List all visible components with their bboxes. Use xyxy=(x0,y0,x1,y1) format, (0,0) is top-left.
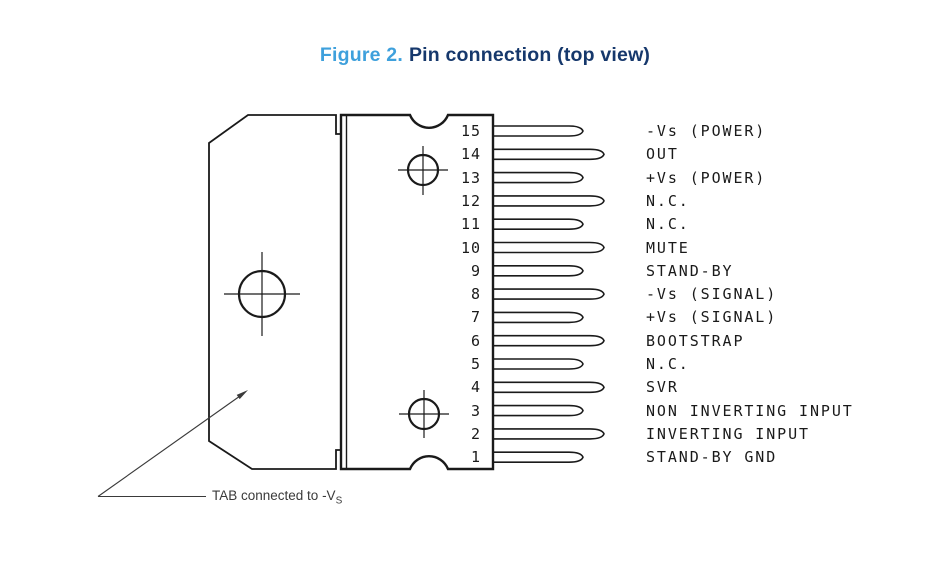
pin-label: NON INVERTING INPUT xyxy=(646,401,854,420)
pin-lead xyxy=(493,334,605,347)
pin-number: 9 xyxy=(470,261,481,280)
pin-label: +Vs (POWER) xyxy=(646,168,767,187)
tab-note-subscript: S xyxy=(335,495,343,507)
pin-number: 15 xyxy=(460,122,481,140)
pin-lead xyxy=(493,404,584,417)
pin-label: STAND-BY xyxy=(646,261,734,280)
pin-label: INVERTING INPUT xyxy=(646,424,810,443)
pin-lead xyxy=(493,381,605,394)
package-tab xyxy=(208,114,343,470)
pin-number: 2 xyxy=(470,424,481,443)
pin-number: 10 xyxy=(460,238,481,257)
pin-lead xyxy=(493,125,584,137)
pin-lead xyxy=(493,288,605,300)
pin-label: -Vs (POWER) xyxy=(646,122,767,140)
pin-label: MUTE xyxy=(646,238,690,257)
pin-number: 4 xyxy=(470,378,481,397)
pin-lead xyxy=(493,265,584,277)
pin-lead xyxy=(493,428,605,440)
pin-label: BOOTSTRAP xyxy=(646,331,745,350)
pin-lead xyxy=(493,358,584,370)
figure-title: Figure 2.Pin connection (top view) xyxy=(0,44,942,67)
pin-number: 5 xyxy=(470,355,481,373)
pin-lead xyxy=(493,241,605,254)
arrowhead-icon xyxy=(236,390,248,400)
pin-label: N.C. xyxy=(646,215,690,234)
pin-lead xyxy=(493,451,584,463)
tab-note: TAB connected to -VS xyxy=(212,488,342,507)
pin-label: SVR xyxy=(646,378,679,397)
pin-label: OUT xyxy=(646,145,679,164)
pin-number: 7 xyxy=(470,308,481,327)
pin-lead xyxy=(493,195,605,207)
pin-number: 13 xyxy=(460,168,481,187)
pin-label: -Vs (SIGNAL) xyxy=(646,285,778,304)
pin-leads xyxy=(493,125,605,463)
pin-number: 6 xyxy=(470,331,481,350)
pin-label: STAND-BY GND xyxy=(646,448,778,467)
pin-lead xyxy=(493,218,584,230)
pin-number: 12 xyxy=(460,191,481,210)
pin-lead xyxy=(493,171,584,184)
leader-line-diagonal xyxy=(97,395,241,497)
package-body xyxy=(339,113,495,471)
pin-number: 1 xyxy=(470,448,481,467)
pin-number: 8 xyxy=(470,285,481,304)
pin-label: N.C. xyxy=(646,191,690,210)
pin-label: N.C. xyxy=(646,355,690,373)
figure-caption: Pin connection (top view) xyxy=(408,44,651,66)
pin-number: 3 xyxy=(470,401,481,420)
pin-number: 14 xyxy=(460,145,481,164)
pin-label: +Vs (SIGNAL) xyxy=(646,308,778,327)
tab-note-text: TAB connected to -V xyxy=(212,488,336,503)
pin-number: 11 xyxy=(460,215,481,234)
pin-lead xyxy=(493,311,584,324)
figure-number: Figure 2. xyxy=(319,44,403,66)
pin-lead xyxy=(493,148,605,161)
